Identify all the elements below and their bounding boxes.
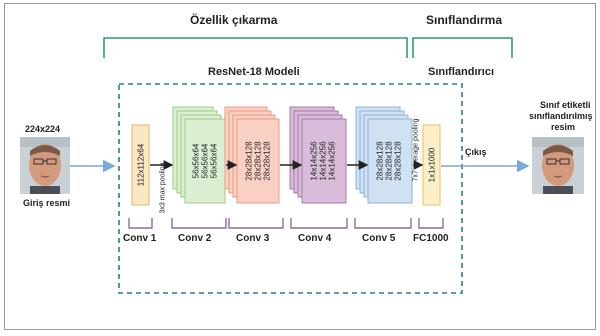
conv2-dim-label-2: 56x56x64 [200,143,210,179]
conv4-bracket [290,218,348,229]
conv3-dim-label-2: 28x28x128 [253,141,263,181]
conv1-block [131,124,150,206]
conv5-block-front [367,118,413,204]
conv3-bracket [228,218,284,229]
conv2-dim-label-3: 56x56x64 [209,143,219,179]
input-size-label: 224x224 [25,124,61,134]
conv1-name: Conv 1 [123,233,157,244]
model-box [118,83,463,294]
conv2-bracket [171,218,227,229]
input-face-image [20,137,70,194]
conv4-dim-label-1: 14x14x256 [309,141,319,181]
conv2-name: Conv 2 [178,233,212,244]
conv1-dim-label: 112x112x64 [136,143,146,187]
pool1-label: 3x3 max pooling [159,162,167,214]
conv4-dim-label-3: 14x14x256 [327,141,337,181]
output-face-image [532,137,584,194]
output-caption-line-1: Sınıf etiketli [540,100,591,110]
conv3-dim-label-1: 28x28x128 [244,141,254,181]
conv3-dim-label-3: 28x28x128 [262,141,272,181]
classification-bracket [412,37,513,58]
conv4-name: Conv 4 [298,233,332,244]
classifier-title: Sınıflandırıcı [428,66,495,78]
conv5-dim-label-3: 28x28x128 [393,141,403,181]
output-caption-line-3: resim [551,122,576,132]
classification-title: Sınıflandırma [426,13,503,27]
conv5-dim-label-1: 28x28x128 [375,141,385,181]
conv5-name: Conv 5 [362,233,396,244]
conv1-bracket [128,218,153,229]
conv4-dim-label-2: 14x14x256 [318,141,328,181]
conv5-bracket [354,218,412,229]
input-caption: Giriş resmi [23,198,71,208]
conv5-dim-label-2: 28x28x128 [384,141,394,181]
feature-extraction-bracket [103,37,408,58]
figure-frame [4,3,596,330]
model-title: ResNet-18 Modeli [208,66,300,78]
output-arrow-label: Çıkış [465,147,487,157]
feature-extraction-title: Özellik çıkarma [190,13,278,27]
conv2-dim-label-1: 56x56x64 [191,143,201,179]
fc-dim-label: 1x1x1000 [427,147,437,183]
output-caption-line-2: sınıflandırılmış [529,111,593,121]
fc-bracket [418,218,444,229]
fc-name: FC1000 [413,233,449,244]
conv3-name: Conv 3 [236,233,270,244]
pool2-label: 7x7 average pooling [412,118,420,182]
